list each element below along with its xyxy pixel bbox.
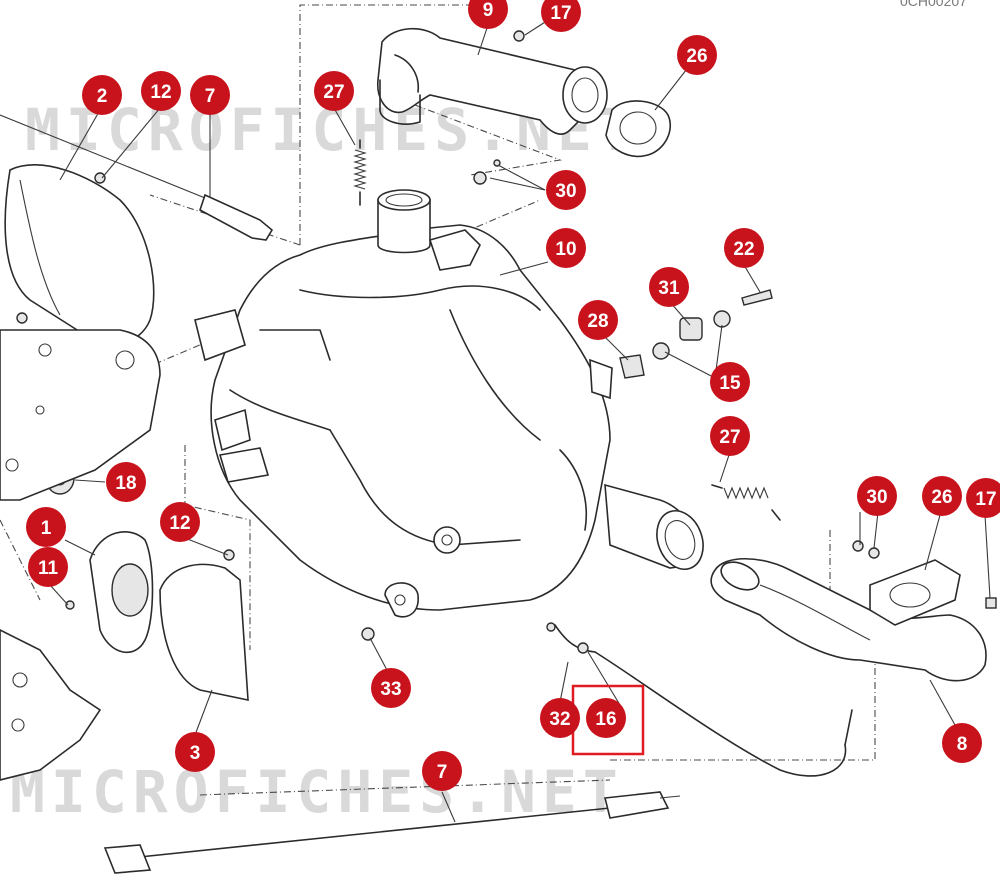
callout-label: 12 [150, 82, 171, 103]
spring-right [711, 484, 781, 521]
fasteners [16, 30, 997, 641]
callout-label: 1 [41, 518, 52, 539]
callout-label: 28 [587, 311, 608, 332]
callout-label: 15 [719, 373, 741, 394]
clamp-bracket [384, 582, 419, 618]
callout-label: 30 [866, 487, 887, 508]
callout-26-right[interactable]: 26 [922, 476, 962, 516]
callout-18[interactable]: 18 [106, 462, 146, 502]
callout-22[interactable]: 22 [724, 228, 764, 268]
callout-28[interactable]: 28 [578, 300, 618, 340]
callout-2[interactable]: 2 [82, 75, 122, 115]
callout-label: 22 [733, 239, 754, 260]
frame-part-lower-left [0, 629, 102, 781]
callout-12-top[interactable]: 12 [141, 71, 181, 111]
callout-label: 17 [550, 3, 571, 24]
gasket-upper [605, 100, 672, 157]
callout-30-top[interactable]: 30 [546, 170, 586, 210]
reference-code: 0CH00207 [900, 0, 967, 9]
callout-label: 2 [97, 86, 108, 107]
heat-shield-left [4, 164, 155, 345]
callout-label: 7 [205, 86, 216, 107]
header-pipe-upper [377, 27, 608, 135]
callout-label: 7 [437, 762, 448, 783]
silencer-body [194, 189, 704, 611]
callout-label: 17 [975, 489, 996, 510]
callout-label: 31 [658, 278, 680, 299]
callout-15[interactable]: 15 [710, 362, 750, 402]
callout-label: 27 [719, 427, 740, 448]
gasket-lower [869, 559, 961, 626]
callout-10[interactable]: 10 [546, 228, 586, 268]
exhaust-valve-cable [546, 622, 853, 777]
callout-16[interactable]: 16 [586, 698, 626, 738]
callout-7-bottom[interactable]: 7 [422, 751, 462, 791]
watermark-bottom: MICROFICHES.NET [10, 758, 624, 826]
callout-label: 16 [595, 709, 616, 730]
leader-lines [49, 14, 991, 823]
mount-bracket-left [0, 329, 161, 501]
callout-12-bottom[interactable]: 12 [160, 502, 200, 542]
callout-9[interactable]: 9 [468, 0, 508, 29]
callout-label: 9 [483, 0, 494, 21]
callout-label: 12 [169, 513, 190, 534]
link-pipe-lower [710, 557, 987, 682]
callout-label: 32 [549, 709, 570, 730]
callout-31[interactable]: 31 [649, 267, 689, 307]
lambda-sensor-upper [0, 114, 274, 241]
callout-label: 18 [115, 473, 136, 494]
callout-label: 11 [38, 558, 59, 579]
callout-label: 33 [380, 679, 401, 700]
callout-3[interactable]: 3 [175, 732, 215, 772]
callout-1[interactable]: 1 [26, 507, 66, 547]
callout-label: 8 [957, 734, 968, 755]
callout-label: 26 [686, 46, 707, 67]
callout-26-top[interactable]: 26 [677, 35, 717, 75]
callout-label: 10 [555, 239, 576, 260]
callout-label: 3 [190, 743, 201, 764]
callout-30-right[interactable]: 30 [857, 476, 897, 516]
callout-33[interactable]: 33 [371, 668, 411, 708]
callout-8[interactable]: 8 [942, 723, 982, 763]
callout-label: 26 [931, 487, 952, 508]
callout-7-top[interactable]: 7 [190, 75, 230, 115]
callout-label: 30 [555, 181, 576, 202]
end-cap-cover [89, 531, 154, 654]
callout-17-right[interactable]: 17 [966, 478, 1000, 518]
spring-upper [353, 139, 367, 206]
heat-shield-lower [159, 563, 249, 701]
callout-27-top[interactable]: 27 [314, 71, 354, 111]
callout-label: 27 [323, 82, 344, 103]
callout-11[interactable]: 11 [28, 547, 68, 587]
lambda-sensor-lower [103, 791, 681, 874]
callout-17-top[interactable]: 17 [541, 0, 581, 32]
callout-32[interactable]: 32 [540, 698, 580, 738]
callout-27-right[interactable]: 27 [710, 416, 750, 456]
